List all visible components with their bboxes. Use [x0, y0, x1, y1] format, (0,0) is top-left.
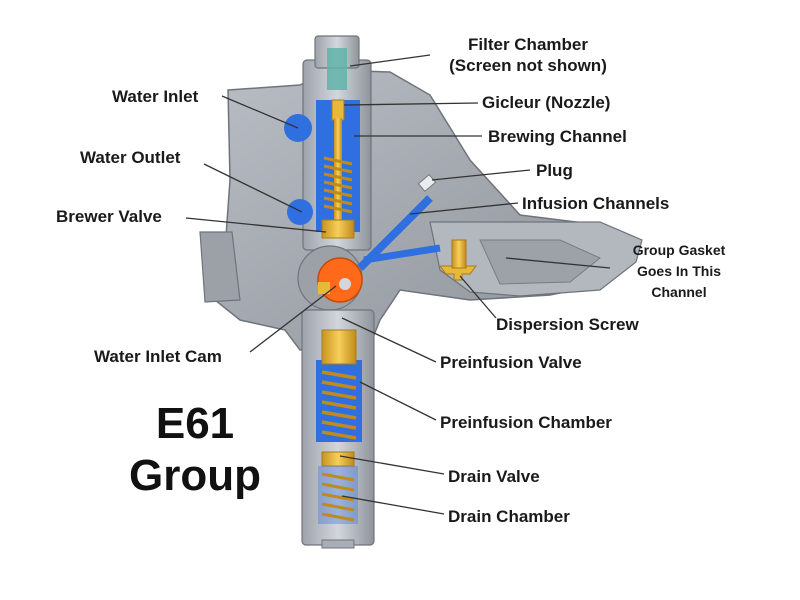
leader-lines [185, 54, 611, 515]
infusion-channel-2 [363, 244, 441, 264]
label-infusion-channels: Infusion Channels [522, 194, 670, 213]
brewer-spring [323, 156, 353, 214]
side-flange [199, 231, 241, 303]
leader-gasket [505, 257, 611, 269]
label-group-gasket: Group Gasket Goes In This Channel [614, 240, 744, 303]
label-filter-chamber-line2: (Screen not shown) [449, 56, 607, 75]
leader-filter [349, 54, 431, 67]
label-water-inlet: Water Inlet [112, 87, 199, 106]
label-filter-chamber: Filter Chamber (Screen not shown) [428, 34, 628, 76]
gasket-channel [479, 239, 601, 285]
plug [417, 173, 437, 193]
label-preinfusion-valve: Preinfusion Valve [440, 353, 582, 372]
brewer-valve-body [321, 219, 355, 239]
label-group-gasket-line3: Channel [651, 284, 707, 300]
label-preinfusion-chamber: Preinfusion Chamber [440, 413, 612, 432]
dispersion-screw [439, 265, 477, 281]
leader-dispersion [459, 275, 497, 319]
leader-brewer-valve [185, 217, 327, 233]
label-water-inlet-cam: Water Inlet Cam [94, 347, 222, 366]
label-plug: Plug [536, 161, 573, 180]
drain-valve [321, 451, 355, 467]
leader-infusion [409, 202, 519, 215]
drain-spring [321, 472, 355, 522]
cam-hole [339, 278, 351, 290]
diagram-title-line2: Group [129, 451, 261, 500]
label-dispersion-screw: Dispersion Screw [496, 315, 639, 334]
label-brewer-valve: Brewer Valve [56, 207, 162, 226]
gicleur [331, 99, 345, 121]
water-outlet-port [287, 199, 313, 225]
leader-drain-chamber [341, 495, 445, 515]
leader-cam [249, 285, 337, 353]
label-drain-chamber: Drain Chamber [448, 507, 570, 526]
leader-gicleur [343, 102, 479, 106]
label-water-outlet: Water Outlet [80, 148, 181, 167]
label-brewing-channel: Brewing Channel [488, 127, 627, 146]
preinfusion-valve [321, 329, 357, 365]
leader-preinf-valve [341, 317, 437, 363]
label-drain-valve: Drain Valve [448, 467, 540, 486]
dispersion-screw-head [451, 239, 467, 269]
leader-drain-valve [339, 455, 445, 475]
lower-tip [321, 539, 355, 549]
filter-chamber-fill [327, 48, 347, 90]
label-group-gasket-line1: Group Gasket [632, 242, 726, 258]
leader-preinf-chamber [359, 381, 437, 421]
leader-water-inlet [221, 95, 299, 129]
diagram-title: E61 Group [120, 398, 270, 502]
leader-water-outlet [203, 163, 303, 213]
brewer-stem [334, 118, 342, 228]
cam-follower [318, 282, 330, 294]
diagram-title-line1: E61 [155, 399, 235, 448]
leader-plug [431, 169, 531, 181]
label-filter-chamber-line1: Filter Chamber [468, 35, 588, 54]
label-group-gasket-line2: Goes In This [636, 263, 721, 279]
label-gicleur: Gicleur (Nozzle) [482, 93, 611, 112]
preinfusion-spring [321, 370, 357, 440]
